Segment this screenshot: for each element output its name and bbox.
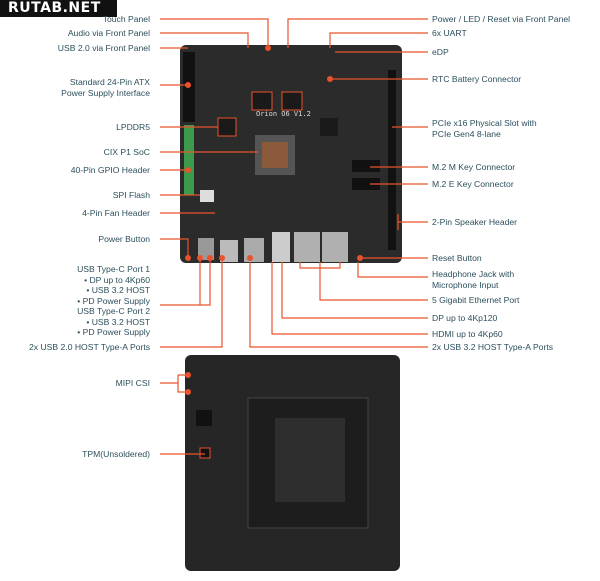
label-audio-front-panel: Audio via Front Panel — [67, 28, 150, 38]
label-line: • PD Power Supply — [77, 327, 150, 337]
label-line: • USB 3.2 HOST — [86, 316, 150, 327]
label-line: PCIe x16 Physical Slot with — [432, 118, 537, 128]
label-speaker-header: 2-Pin Speaker Header — [432, 217, 518, 227]
label-reset-button: Reset Button — [432, 253, 482, 263]
label-line: Headphone Jack with — [432, 269, 515, 279]
label-touch-panel: Touch Panel — [102, 14, 150, 24]
label-uart: 6x UART — [432, 28, 467, 38]
label-line: • USB 3.2 HOST — [86, 285, 150, 295]
label-line: Microphone Input — [432, 279, 499, 290]
label-fan-header: 4-Pin Fan Header — [82, 208, 150, 218]
label-usb32-type-a: 2x USB 3.2 HOST Type-A Ports — [432, 342, 553, 352]
label-line: Standard 24-Pin ATX — [69, 77, 150, 87]
label-line: • DP up to 4Kp60 — [84, 274, 150, 285]
callout-dots — [185, 45, 363, 395]
label-line: Power Supply Interface — [61, 87, 150, 98]
label-gpio: 40-Pin GPIO Header — [70, 165, 150, 175]
label-edp: eDP — [432, 47, 449, 57]
label-power-button: Power Button — [98, 234, 150, 244]
label-usb2-type-a: 2x USB 2.0 HOST Type-A Ports — [29, 342, 150, 352]
label-line: PCIe Gen4 8-lane — [432, 128, 501, 139]
label-rtc: RTC Battery Connector — [432, 74, 522, 84]
label-dp: DP up to 4Kp120 — [432, 313, 498, 323]
label-hdmi: HDMI up to 4Kp60 — [432, 329, 503, 339]
label-ethernet: 5 Gigabit Ethernet Port — [432, 295, 520, 305]
watermark: RUTAB.NET — [0, 0, 117, 17]
label-mipi-csi: MIPI CSI — [115, 378, 150, 388]
board-top-view — [180, 45, 402, 263]
label-spi-flash: SPI Flash — [112, 190, 150, 200]
label-line: USB Type-C Port 2 — [77, 306, 150, 316]
label-m2-e-key: M.2 E Key Connector — [432, 179, 514, 189]
label-line: USB Type-C Port 1 — [77, 264, 150, 274]
label-lpddr5: LPDDR5 — [116, 122, 150, 132]
callout-lines — [160, 18, 428, 455]
label-line: • PD Power Supply — [77, 295, 150, 306]
label-tpm: TPM(Unsoldered) — [82, 449, 150, 459]
label-usb-c-ports: USB Type-C Port 1 • DP up to 4Kp60 • USB… — [77, 264, 150, 338]
board-silkscreen: Orion O6 V1.2 — [256, 110, 311, 118]
label-soc: CIX P1 SoC — [103, 147, 150, 157]
label-front-panel-power: Power / LED / Reset via Front Panel — [432, 14, 571, 24]
label-m2-m-key: M.2 M Key Connector — [432, 162, 516, 172]
label-usb2-front-panel: USB 2.0 via Front Panel — [57, 43, 150, 53]
board-bottom-view — [185, 355, 400, 571]
